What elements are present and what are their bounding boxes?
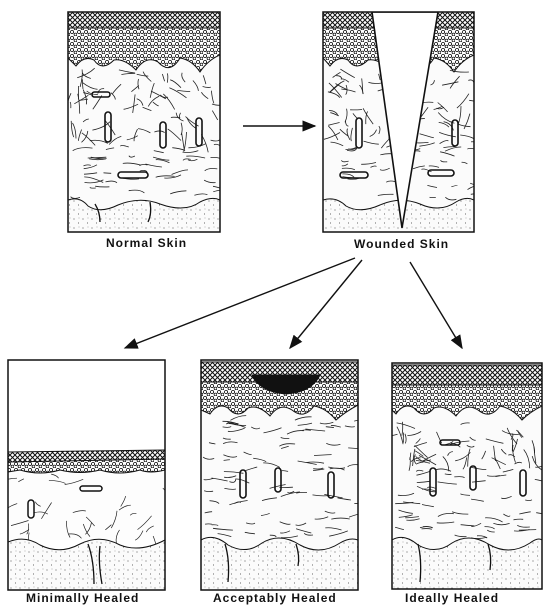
collagen-fibre (471, 194, 485, 195)
normal-skin-tissue (68, 12, 226, 232)
label-minimally-healed: Minimally Healed (26, 591, 139, 605)
label-acceptably-healed: Acceptably Healed (213, 591, 337, 605)
panel-wounded-skin (323, 12, 487, 232)
wounded-skin-tissue (323, 12, 487, 232)
minimally-healed-tissue (3, 360, 166, 590)
panel-acceptably-healed (201, 360, 370, 590)
arrow-to-minimally-healed (125, 258, 355, 348)
arrow-to-acceptably-healed (290, 260, 362, 348)
label-ideally-healed: Ideally Healed (405, 591, 499, 605)
panel-minimally-healed (3, 360, 166, 590)
label-normal-skin: Normal Skin (106, 236, 187, 250)
label-wounded-skin: Wounded Skin (354, 237, 449, 251)
acceptably-healed-tissue (201, 360, 370, 590)
arrow-to-ideally-healed (410, 262, 462, 348)
collagen-fibre (104, 173, 112, 174)
panel-normal-skin (68, 12, 226, 232)
panel-ideally-healed (381, 363, 545, 589)
ideally-healed-tissue (381, 363, 545, 589)
